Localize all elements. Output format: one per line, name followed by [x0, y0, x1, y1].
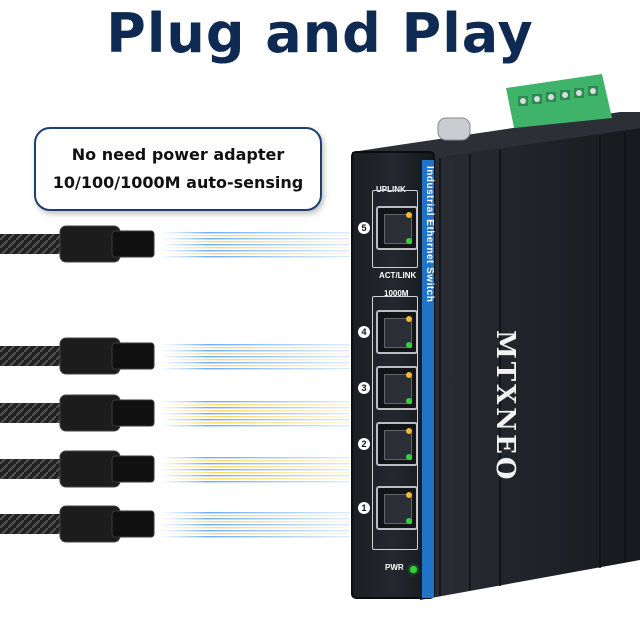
signal-line	[160, 512, 350, 514]
act-led-icon	[406, 518, 412, 524]
rj45-connector-head	[111, 399, 155, 427]
power-led-icon	[410, 566, 417, 573]
cable-sheath	[0, 459, 70, 479]
act-led-icon	[406, 398, 412, 404]
signal-line	[160, 404, 350, 406]
product-strip-label: Industrial Ethernet Switch	[424, 166, 435, 303]
brand-logo: MTXNEO	[490, 330, 520, 483]
signal-line	[160, 413, 350, 415]
signal-line	[160, 410, 350, 412]
signal-line	[160, 475, 350, 477]
signal-line	[160, 256, 350, 258]
signal-line	[160, 356, 350, 358]
cable-sheath	[0, 514, 70, 534]
ethernet-port-1[interactable]	[376, 486, 418, 530]
signal-line	[160, 241, 350, 243]
signal-line	[160, 407, 350, 409]
signal-line	[160, 365, 350, 367]
signal-line	[160, 460, 350, 462]
signal-line	[160, 466, 350, 468]
ethernet-cable-icon	[0, 225, 155, 543]
port-number-1: 1	[358, 502, 370, 514]
signal-line	[160, 416, 350, 418]
product-strip	[422, 160, 434, 598]
signal-line	[160, 469, 350, 471]
signal-line	[160, 530, 350, 532]
speed-label: 1000M	[384, 289, 409, 298]
act-led-icon	[406, 454, 412, 460]
signal-line	[160, 524, 350, 526]
act-link-label: ACT/LINK	[379, 271, 417, 280]
link-led-icon	[406, 212, 412, 218]
power-terminal-block	[506, 74, 612, 128]
signal-line	[160, 244, 350, 246]
signal-line	[160, 533, 350, 535]
signal-line	[160, 518, 350, 520]
port-number-5: 5	[358, 222, 370, 234]
signal-line	[160, 247, 350, 249]
signal-line	[160, 250, 350, 252]
signal-line	[160, 472, 350, 474]
signal-line	[160, 401, 350, 403]
signal-line	[160, 344, 350, 346]
signal-line	[160, 527, 350, 529]
cable-sheath	[0, 403, 70, 423]
headline-title: Plug and Play	[106, 2, 534, 65]
signal-line	[160, 368, 350, 370]
signal-line	[160, 353, 350, 355]
port-number-2: 2	[358, 438, 370, 450]
callout-line-1: No need power adapter	[71, 145, 285, 164]
link-led-icon	[406, 372, 412, 378]
port-number-4: 4	[358, 326, 370, 338]
feature-callout: No need power adapter 10/100/1000M auto-…	[34, 127, 322, 211]
uplink-label: UPLINK	[376, 185, 406, 194]
rj45-connector-boot	[59, 394, 121, 432]
cable-sheath	[0, 234, 70, 254]
signal-line	[160, 481, 350, 483]
link-led-icon	[406, 428, 412, 434]
port-number-3: 3	[358, 382, 370, 394]
mounting-clip	[437, 117, 471, 141]
signal-line	[160, 478, 350, 480]
link-led-icon	[406, 316, 412, 322]
signal-line	[160, 253, 350, 255]
rj45-connector-boot	[59, 450, 121, 488]
signal-line	[160, 422, 350, 424]
signal-line	[160, 359, 350, 361]
rj45-connector-head	[111, 510, 155, 538]
signal-line	[160, 238, 350, 240]
port-socket	[384, 494, 412, 524]
signal-line	[160, 536, 350, 538]
signal-line	[160, 419, 350, 421]
callout-line-2: 10/100/1000M auto-sensing	[52, 173, 304, 192]
pwr-label: PWR	[385, 563, 404, 572]
switch-device	[351, 74, 640, 600]
gigabit-bracket	[372, 296, 418, 550]
rj45-connector-head	[111, 455, 155, 483]
act-led-icon	[406, 342, 412, 348]
cable-sheath	[0, 346, 70, 366]
signal-line	[160, 235, 350, 237]
rj45-connector-head	[111, 230, 155, 258]
signal-lines-icon	[160, 232, 350, 538]
signal-line	[160, 463, 350, 465]
signal-line	[160, 457, 350, 459]
ethernet-port-5[interactable]	[376, 206, 418, 250]
link-led-icon	[406, 492, 412, 498]
signal-line	[160, 362, 350, 364]
signal-line	[160, 521, 350, 523]
signal-line	[160, 515, 350, 517]
signal-line	[160, 347, 350, 349]
uplink-bracket	[372, 190, 418, 268]
act-led-icon	[406, 238, 412, 244]
rj45-connector-head	[111, 342, 155, 370]
signal-line	[160, 232, 350, 234]
signal-line	[160, 350, 350, 352]
rj45-connector-boot	[59, 505, 121, 543]
rj45-connector-boot	[59, 337, 121, 375]
signal-line	[160, 425, 350, 427]
rj45-connector-boot	[59, 225, 121, 263]
